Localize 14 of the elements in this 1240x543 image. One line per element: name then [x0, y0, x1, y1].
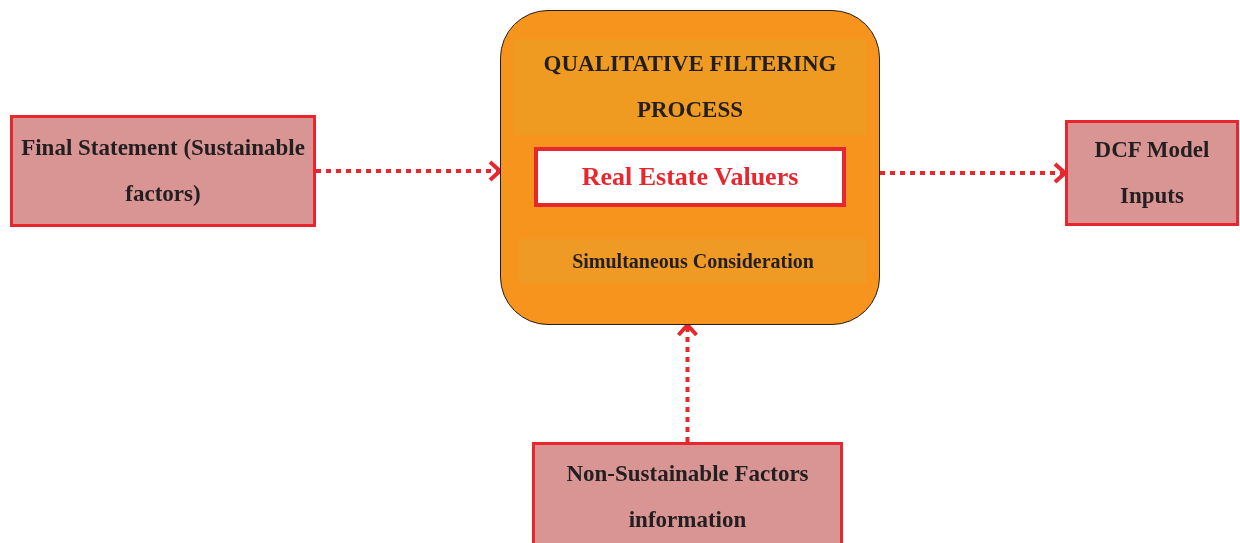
- role-label: Real Estate Valuers: [581, 162, 799, 192]
- process-box: [1065, 120, 1239, 226]
- box-label: Final Statement (Sustainable factors): [21, 134, 305, 208]
- box-label: Non-Sustainable Factors information: [565, 460, 810, 534]
- dotted-arrow: [880, 162, 1067, 184]
- role-box: [534, 147, 846, 207]
- band-label: Simultaneous Consideration: [572, 249, 814, 273]
- title-text: QUALITATIVE FILTERING PROCESS: [513, 39, 867, 135]
- process-container: [500, 10, 880, 325]
- dotted-arrow: [316, 160, 502, 182]
- process-box: [10, 115, 316, 227]
- dotted-arrow: [676, 323, 699, 442]
- process-box: [532, 442, 843, 543]
- box-label: DCF Model Inputs: [1093, 136, 1211, 210]
